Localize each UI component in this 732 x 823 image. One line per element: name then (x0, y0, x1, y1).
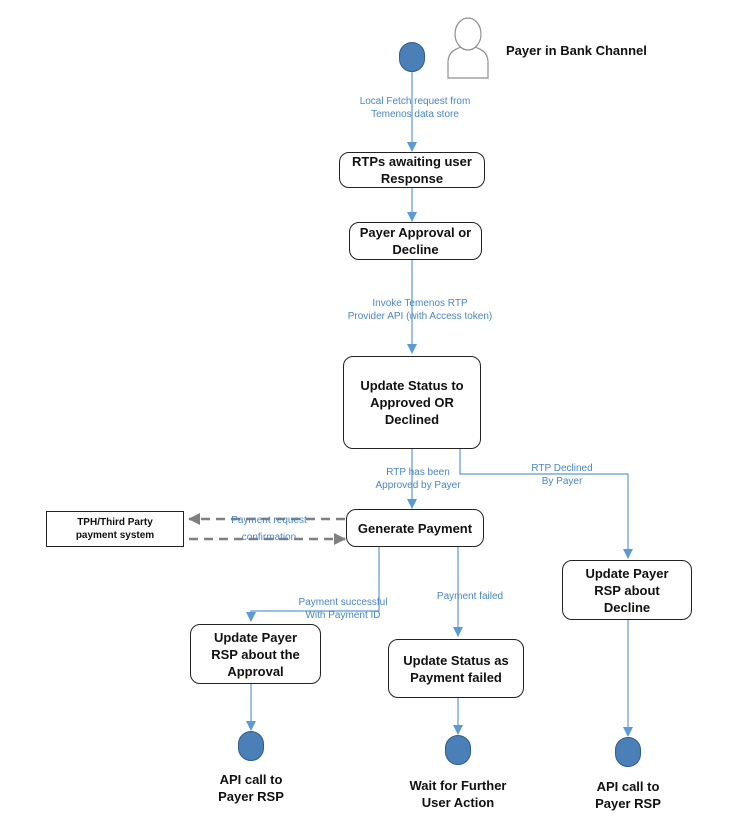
user-icon (447, 17, 489, 79)
node-update-rsp-decline: Update Payer RSP about Decline (562, 560, 692, 620)
edge-label-payment-failed: Payment failed (436, 591, 504, 602)
node-rtps-awaiting: RTPs awaiting user Response (339, 152, 485, 188)
edge-label-rtp-approved: RTP has been Approved by Payer (375, 467, 461, 491)
node-update-status-failed: Update Status as Payment failed (388, 639, 524, 698)
caption-api-left: API call to Payer RSP (218, 772, 284, 804)
edge-generate-to-approval (246, 547, 380, 622)
actor-label: Payer in Bank Channel (506, 43, 647, 58)
terminal-api-right (615, 737, 641, 767)
caption-wait: Wait for Further User Action (409, 778, 507, 810)
node-tph-third-party: TPH/Third Party payment system (46, 511, 184, 547)
node-payer-approval: Payer Approval or Decline (349, 222, 482, 260)
node-update-status: Update Status to Approved OR Declined (343, 356, 481, 449)
edge-label-rtp-declined: RTP Declined By Payer (531, 463, 593, 487)
node-update-rsp-approval: Update Payer RSP about the Approval (190, 624, 321, 684)
node-generate-payment: Generate Payment (346, 509, 484, 547)
edge-label-invoke-api: Invoke Temenos RTP Provider API (with Ac… (347, 298, 493, 322)
terminal-wait (445, 735, 471, 765)
start-terminal (399, 42, 425, 72)
edge-status-to-decline (459, 449, 633, 559)
edge-label-confirmation: confirmation (241, 532, 297, 543)
terminal-api-left (238, 731, 264, 761)
edge-label-local-fetch: Local Fetch request from Temenos data st… (359, 96, 471, 120)
caption-api-right: API call to Payer RSP (595, 779, 661, 811)
edge-label-payment-successful: Payment successful With Payment ID (298, 597, 388, 621)
edge-label-payment-request: Payment request (231, 515, 307, 526)
